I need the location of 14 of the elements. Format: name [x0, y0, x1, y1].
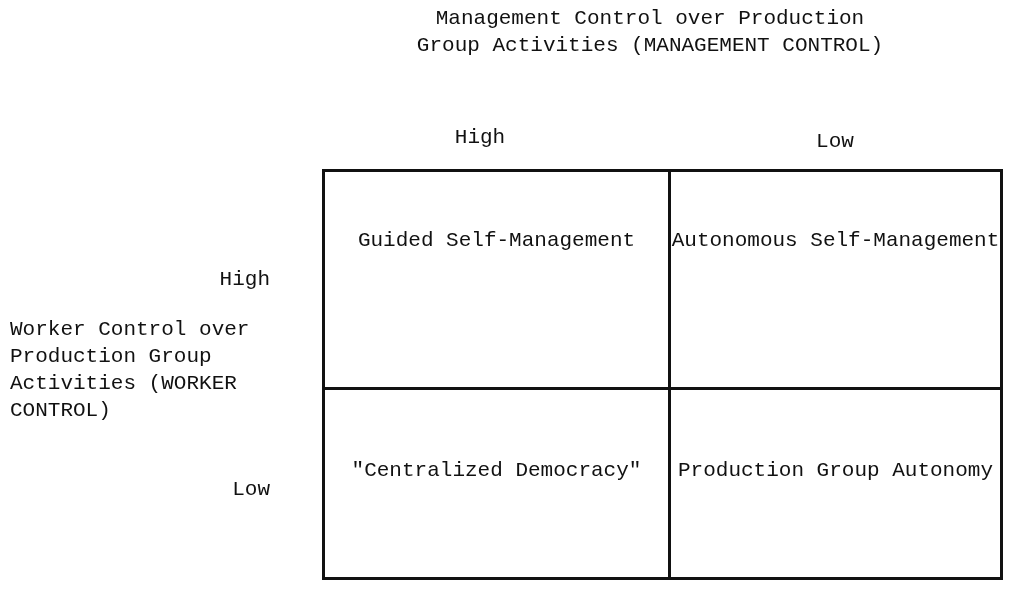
cell-label: Autonomous Self-Management	[671, 228, 1000, 254]
axis-title: Management Control over Production Group Activities (MANAGEMENT CONTROL)	[415, 6, 885, 59]
cell-label: "Centralized Democracy"	[350, 458, 643, 484]
matrix-cell	[668, 169, 1003, 390]
matrix-cell	[668, 387, 1003, 580]
axis-level-label: High	[453, 125, 507, 151]
cell-label: Production Group Autonomy	[676, 458, 995, 484]
cell-label: Guided Self-Management	[356, 228, 637, 254]
axis-level-label: Low	[815, 129, 855, 155]
axis-title: Worker Control over Production Group Activities (WORKER CONTROL)	[10, 317, 251, 424]
axis-level-label: High	[218, 267, 270, 293]
matrix-cell	[322, 387, 671, 580]
axis-level-label: Low	[231, 477, 270, 503]
matrix-cell	[322, 169, 671, 390]
